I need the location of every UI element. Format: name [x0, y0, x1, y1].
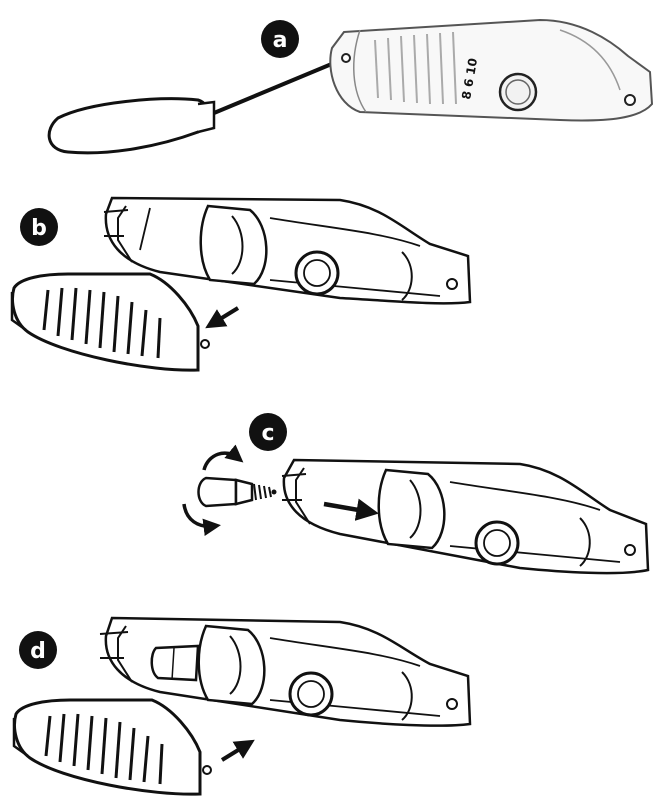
detached-cover-d: [14, 700, 211, 794]
lanyard-hole-a: [625, 95, 635, 105]
rotate-arrow-top: [204, 453, 238, 470]
step-c: c: [184, 413, 648, 573]
dial-knob-b: [296, 252, 338, 294]
arrow-remove-cover: [212, 308, 238, 324]
cover-shell-b: [13, 274, 198, 370]
bulb-glass: [199, 478, 237, 506]
arrow-attach-cover: [222, 744, 248, 760]
screwdriver-shaft: [214, 58, 346, 113]
tester-body-a: [330, 20, 652, 120]
lanyard-hole-b: [447, 279, 457, 289]
step-a-letter: a: [273, 28, 288, 53]
lanyard-hole-d: [447, 699, 457, 709]
cover-shell-d: [15, 700, 200, 794]
step-d-letter: d: [30, 639, 46, 664]
screwdriver: [49, 58, 346, 153]
bulb: [199, 478, 277, 506]
dial-knob-d: [290, 673, 332, 715]
cover-screw-a: [342, 54, 350, 62]
step-c-badge: c: [249, 413, 287, 451]
detached-cover-b: [12, 274, 209, 370]
step-d-badge: d: [19, 631, 57, 669]
step-a: a 8 6 10: [49, 20, 652, 153]
step-b: b: [12, 198, 470, 370]
step-c-letter: c: [261, 421, 274, 446]
installed-bulb: [152, 646, 198, 680]
step-b-letter: b: [31, 216, 47, 241]
dial-knob-c: [476, 522, 518, 564]
tester-body-c: [284, 460, 648, 573]
step-b-badge: b: [20, 208, 58, 246]
screwdriver-handle: [49, 99, 208, 153]
rotate-arrow-bottom: [184, 504, 214, 526]
step-d: d: [14, 618, 470, 794]
step-a-badge: a: [261, 20, 299, 58]
lanyard-hole-c: [625, 545, 635, 555]
bulb-thread: [254, 484, 271, 500]
tester-device-c: [282, 460, 648, 573]
tester-device-a: 8 6 10: [330, 20, 652, 120]
